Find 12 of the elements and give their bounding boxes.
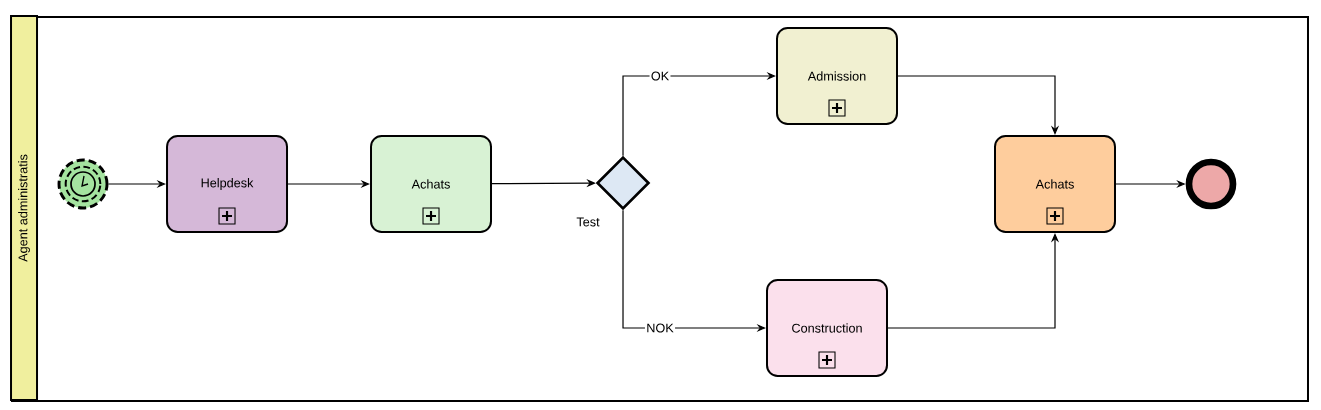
subprocess-box: Achats [994,135,1116,233]
subprocess-box: Achats [370,135,492,233]
subprocess-box: Admission [776,27,898,125]
arrow [622,71,776,157]
end-event [1185,158,1237,210]
edge-label: NOK [647,323,674,333]
edge-label: OK [651,71,669,81]
subprocess-box: Construction [766,279,888,377]
timer-start-event [57,158,109,210]
arrow [897,75,1060,135]
gateway-label: Test [576,217,600,227]
subprocess-box: Helpdesk [166,135,288,233]
